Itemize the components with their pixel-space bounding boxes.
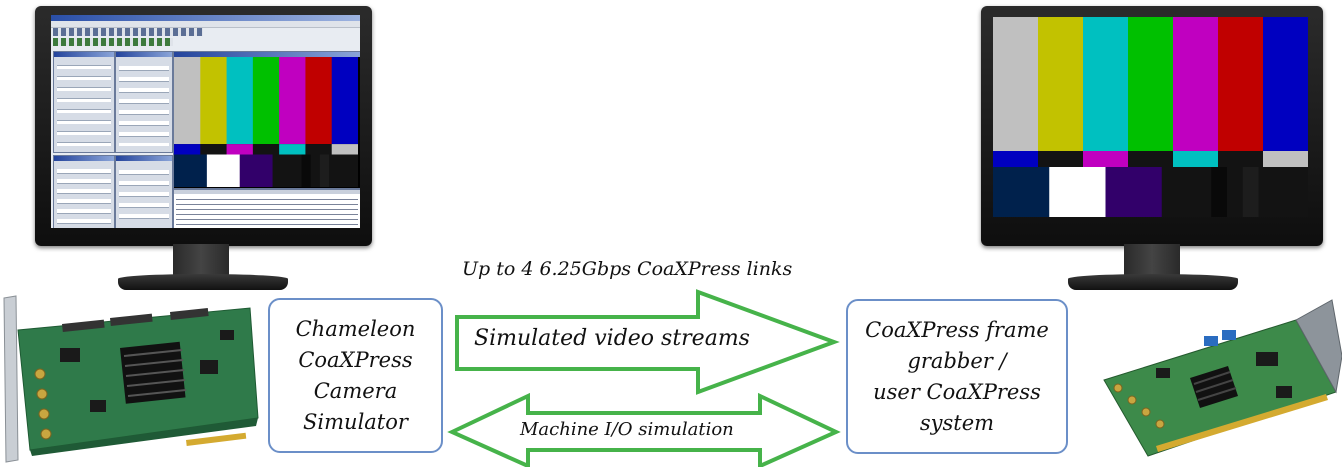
castellation-bar: [1038, 151, 1084, 167]
pluge-bar: [174, 154, 208, 187]
color-bar: [200, 57, 228, 145]
pluge-bar: [272, 154, 302, 187]
simulator-line-3: Camera: [313, 378, 398, 403]
castellation-bar: [993, 151, 1039, 167]
pluge-bar: [1105, 167, 1163, 217]
pluge-bar: [1161, 167, 1212, 217]
color-bar: [331, 57, 358, 145]
pluge-bar: [993, 167, 1050, 217]
castellation-bar: [1173, 151, 1219, 167]
castellation-bar: [331, 144, 358, 155]
left-monitor-stand: [173, 244, 229, 278]
castellation-bar: [305, 144, 333, 155]
color-bar: [1038, 17, 1084, 151]
color-bar: [1173, 17, 1219, 151]
castellation-bar: [200, 144, 228, 155]
color-bar: [1128, 17, 1174, 151]
links-label: Up to 4 6.25Gbps CoaXPress links: [462, 258, 793, 280]
castellation-bar: [1083, 151, 1129, 167]
color-bar: [174, 57, 201, 145]
color-bar: [279, 57, 306, 145]
castellation-bar: [1218, 151, 1264, 167]
pluge-bar: [319, 154, 330, 187]
grabber-line-3: user CoaXPress: [873, 379, 1041, 404]
pluge-bar: [239, 154, 274, 187]
pluge-bar: [206, 154, 241, 187]
grabber-line-2: grabber /: [907, 348, 1007, 373]
color-bar: [993, 17, 1039, 151]
simulator-box: Chameleon CoaXPress Camera Simulator: [268, 298, 443, 453]
grabber-line-1: CoaXPress frame: [865, 317, 1049, 342]
pluge-bar: [1049, 167, 1106, 217]
pluge-bar: [1258, 167, 1308, 217]
castellation-bar: [1263, 151, 1308, 167]
simulator-line-1: Chameleon: [295, 316, 416, 341]
castellation-bar: [226, 144, 254, 155]
right-monitor-stand: [1124, 244, 1180, 278]
simulator-software-screen: [51, 15, 360, 228]
simulator-line-2: CoaXPress: [298, 347, 413, 372]
left-monitor-base: [118, 274, 288, 290]
simulator-line-4: Simulator: [303, 409, 408, 434]
castellation-bar: [279, 144, 306, 155]
grabber-line-4: system: [919, 410, 995, 435]
forward-arrow: [455, 289, 840, 395]
color-bar: [1083, 17, 1129, 151]
color-bar: [305, 57, 333, 145]
grabber-box: CoaXPress frame grabber / user CoaXPress…: [846, 299, 1068, 454]
pluge-bar: [1211, 167, 1228, 217]
castellation-bar: [174, 144, 201, 155]
castellation-bar: [252, 144, 280, 155]
pluge-bar: [1227, 167, 1244, 217]
pluge-bar: [310, 154, 321, 187]
color-bar: [226, 57, 254, 145]
color-bar: [252, 57, 280, 145]
bidirectional-arrow: [447, 392, 841, 467]
pluge-bar: [301, 154, 312, 187]
forward-arrow-label: Simulated video streams: [474, 326, 750, 351]
frame-grabber-pcie-card: [1103, 299, 1342, 457]
pluge-bar: [1242, 167, 1259, 217]
castellation-bar: [1128, 151, 1174, 167]
simulator-pcie-card: [3, 295, 259, 463]
large-color-bars: [993, 17, 1308, 217]
pluge-bar: [329, 154, 358, 187]
color-bar: [1263, 17, 1308, 151]
color-bar: [1218, 17, 1264, 151]
small-color-bars: [174, 57, 358, 187]
bidirectional-arrow-label: Machine I/O simulation: [520, 419, 734, 440]
right-monitor-base: [1068, 274, 1238, 290]
